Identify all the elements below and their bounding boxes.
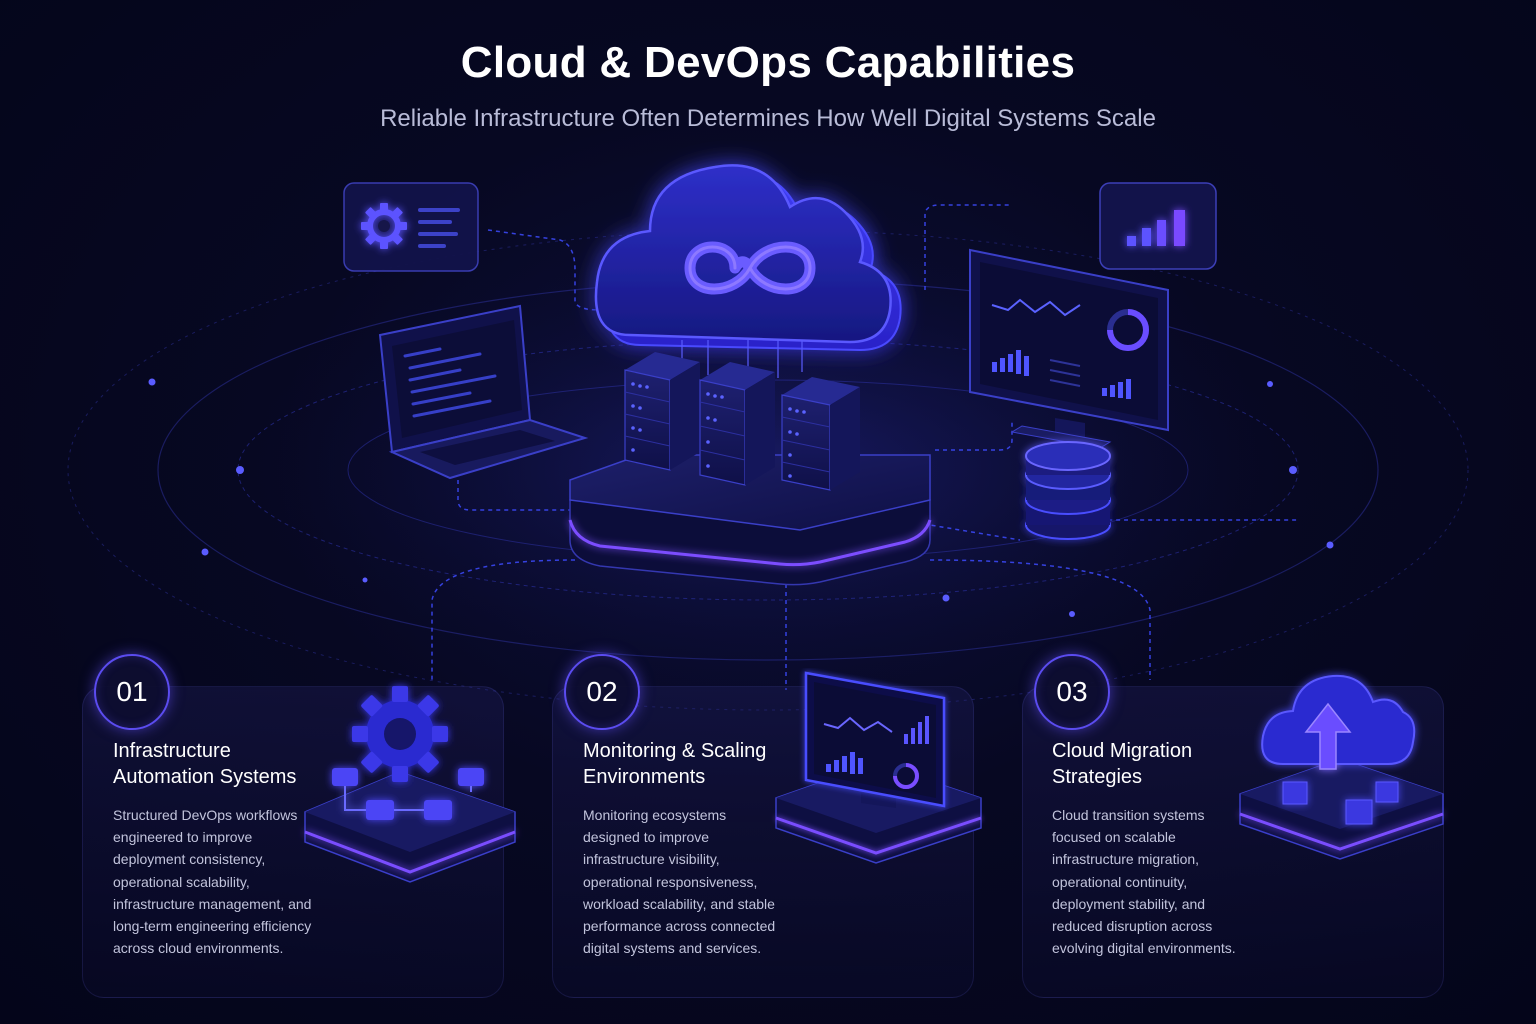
card-title-3: Cloud Migration Strategies bbox=[1052, 738, 1282, 790]
orbit-ring-outer bbox=[67, 229, 1469, 711]
card-title-2: Monitoring & Scaling Environments bbox=[583, 738, 813, 790]
card-body-1: Structured DevOps workflows engineered t… bbox=[113, 807, 312, 957]
card-title-1-line-1: Infrastructure bbox=[113, 740, 231, 762]
card-number-badge-3: 03 bbox=[1034, 654, 1110, 730]
page-title: Cloud & DevOps Capabilities bbox=[460, 38, 1076, 87]
gear-workflow-icon bbox=[304, 686, 516, 883]
orbit-ring-inner bbox=[237, 339, 1299, 601]
card-title-3-line-1: Cloud Migration bbox=[1052, 740, 1193, 762]
card-body-2: Monitoring ecosystems designed to improv… bbox=[583, 807, 776, 957]
card-title-2-line-2: Environments bbox=[583, 766, 706, 788]
card-title-1-line-2: Automation Systems bbox=[113, 766, 297, 788]
cloud-upload-icon bbox=[1239, 674, 1444, 860]
monitor-dashboard-card-icon bbox=[775, 671, 982, 864]
card-title-1: Infrastructure Automation Systems bbox=[113, 738, 343, 790]
card-number-badge-1: 01 bbox=[94, 654, 170, 730]
card-number-badge-2: 02 bbox=[564, 654, 640, 730]
card-title-3-line-2: Strategies bbox=[1052, 766, 1143, 788]
page-subtitle: Reliable Infrastructure Often Determines… bbox=[380, 105, 1156, 132]
card-title-2-line-1: Monitoring & Scaling bbox=[583, 740, 767, 762]
card-body-3: Cloud transition systems focused on scal… bbox=[1052, 807, 1236, 957]
orbit-dots bbox=[148, 378, 1334, 617]
